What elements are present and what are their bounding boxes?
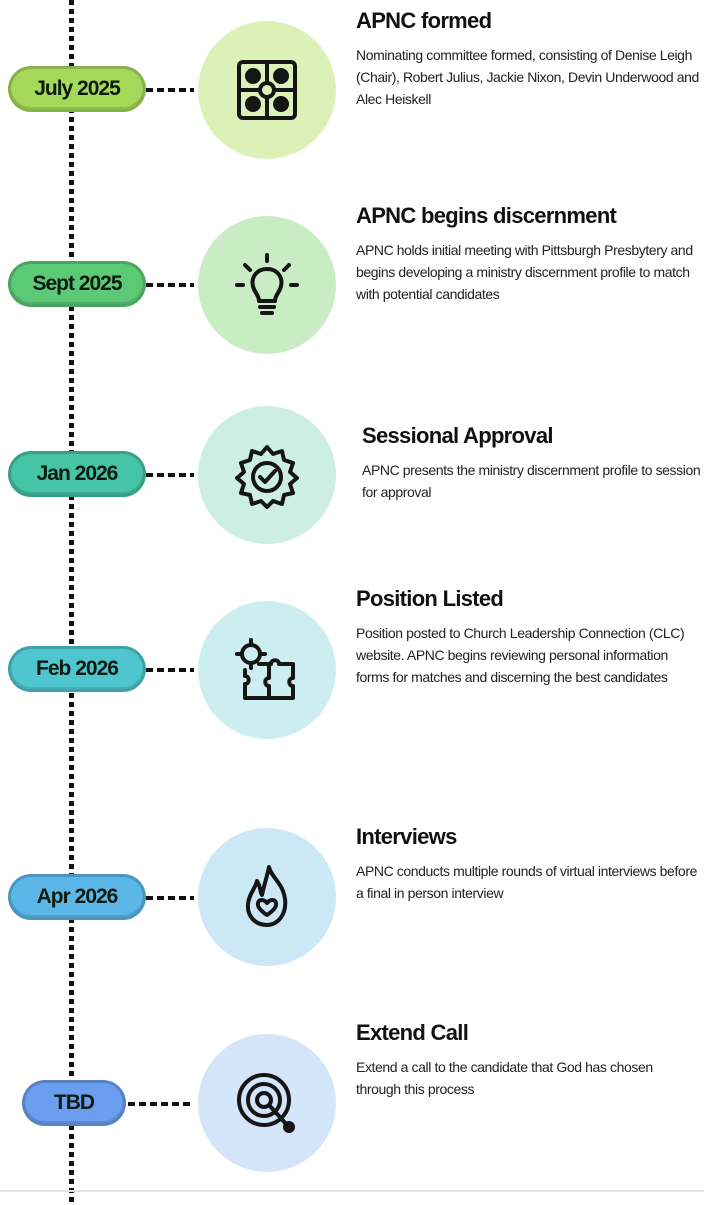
milestone-description: Extend a call to the candidate that God … <box>356 1059 653 1097</box>
milestone-description: APNC holds initial meeting with Pittsbur… <box>356 242 693 302</box>
icon-circle <box>198 406 336 544</box>
date-pill: Feb 2026 <box>8 646 146 692</box>
date-pill: Jan 2026 <box>8 451 146 497</box>
date-pill: Sept 2025 <box>8 261 146 307</box>
target-icon <box>237 1073 295 1133</box>
milestone-title: Extend Call <box>356 1020 469 1045</box>
dashed-connector <box>146 668 194 672</box>
dashed-connector <box>146 283 194 287</box>
dashed-connector <box>146 88 194 92</box>
gear-check-icon <box>235 445 299 509</box>
dashed-connector <box>146 896 194 900</box>
date-pill: Apr 2026 <box>8 874 146 920</box>
icon-circle <box>198 1034 336 1172</box>
dashed-connector <box>128 1102 194 1106</box>
milestone-title: Sessional Approval <box>362 423 553 448</box>
milestone-description: Nominating committee formed, consisting … <box>356 47 699 107</box>
date-pill: TBD <box>22 1080 126 1126</box>
lightbulb-icon <box>235 253 299 315</box>
milestone-description: APNC presents the ministry discernment p… <box>362 462 701 500</box>
milestone-title: Interviews <box>356 824 457 849</box>
date-pill: July 2025 <box>8 66 146 112</box>
icon-circle <box>198 21 336 159</box>
flame-heart-icon <box>245 865 288 927</box>
bottom-divider <box>0 1190 704 1192</box>
milestone-description: Position posted to Church Leadership Con… <box>356 625 685 685</box>
icon-circle <box>198 601 336 739</box>
puzzle-gear-icon <box>235 638 295 700</box>
timeline-line <box>69 0 74 1205</box>
dashed-connector <box>146 473 194 477</box>
milestone-description: APNC conducts multiple rounds of virtual… <box>356 863 697 901</box>
icon-circle <box>198 216 336 354</box>
team-puzzle-icon <box>237 60 297 120</box>
milestone-title: Position Listed <box>356 586 504 611</box>
icon-circle <box>198 828 336 966</box>
milestone-title: APNC begins discernment <box>356 203 617 228</box>
milestone-title: APNC formed <box>356 8 492 33</box>
